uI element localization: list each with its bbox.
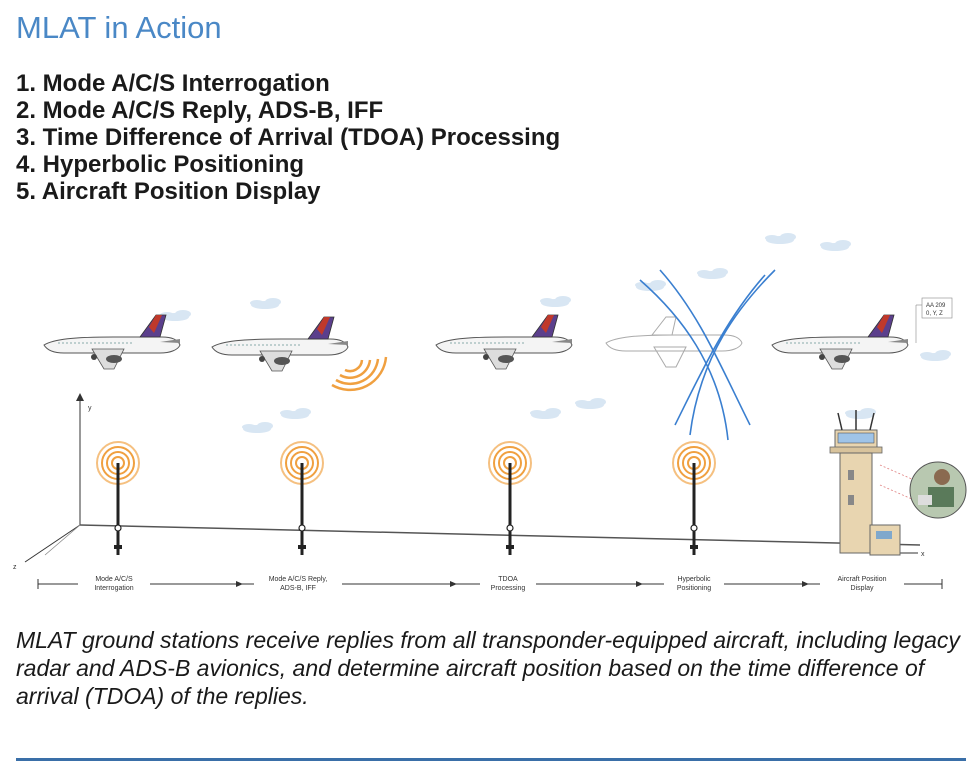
stage-label-line1: Hyperbolic [677, 576, 711, 583]
cloud [280, 408, 311, 419]
ground-line [79, 524, 921, 546]
stage-label-line2: Processing [491, 585, 526, 592]
x-axis-label: x [921, 551, 925, 558]
y-axis-arrow [76, 393, 84, 401]
timeline-arrow [450, 581, 457, 587]
stage-label: Mode A/C/S Reply, ADS-B, IFF [254, 573, 342, 595]
ground-station-3 [488, 441, 532, 557]
step-item: 3. Time Difference of Arrival (TDOA) Pro… [16, 124, 561, 151]
stage-label: Aircraft Position Display [820, 573, 904, 595]
step-item: 4. Hyperbolic Positioning [16, 151, 305, 178]
cloud [250, 298, 281, 309]
z-axis-line [24, 524, 81, 563]
stage-label-line2: Interrogation [94, 585, 133, 592]
aircraft-3 [435, 314, 573, 370]
tag-coords: 0, Y, Z [926, 311, 943, 317]
aircraft-5 [771, 314, 909, 370]
y-axis-label: y [88, 405, 92, 412]
ground-station-1 [96, 441, 140, 557]
aircraft-4-outline [605, 316, 743, 368]
bottom-rule [16, 758, 966, 761]
stage-label-line1: Mode A/C/S Reply, [269, 576, 328, 583]
tower-link [879, 484, 915, 501]
aircraft-2 [211, 316, 349, 372]
cloud [920, 350, 951, 361]
stage-label-line2: Positioning [677, 585, 711, 592]
steps-list: 1. Mode A/C/S Interrogation 2. Mode A/C/… [16, 70, 560, 205]
z-axis-label: z [13, 564, 17, 571]
cloud [540, 296, 571, 307]
stage-label-line2: Display [851, 585, 874, 592]
control-tower [829, 410, 901, 556]
cloud [575, 398, 606, 409]
stage-label-line2: ADS-B, IFF [280, 585, 316, 592]
aircraft-1 [43, 314, 181, 370]
stage-label: Hyperbolic Positioning [664, 573, 724, 595]
stage-label-line1: Aircraft Position [837, 576, 886, 583]
hyperbolic-curves [639, 269, 776, 441]
ground-edge [44, 524, 81, 556]
timeline-arrow [802, 581, 809, 587]
stage-label-line1: Mode A/C/S [95, 576, 133, 583]
timeline-arrow [236, 581, 243, 587]
cloud [697, 268, 728, 279]
tag-callsign: AA 209 [926, 303, 946, 309]
operator-inset [909, 461, 967, 519]
ground-station-2 [280, 441, 324, 557]
aircraft-position-tag: AA 209 0, Y, Z [915, 297, 953, 343]
step-item: 5. Aircraft Position Display [16, 178, 321, 205]
stage-label: TDOA Processing [480, 573, 536, 595]
step-item: 1. Mode A/C/S Interrogation [16, 70, 330, 97]
timeline-arrow [636, 581, 643, 587]
cloud [242, 422, 273, 433]
cloud [765, 233, 796, 244]
stage-label-line1: TDOA [498, 576, 518, 583]
cloud [845, 408, 876, 419]
reply-signal [331, 356, 388, 392]
cloud [530, 408, 561, 419]
tower-link [879, 464, 915, 481]
diagram-caption: MLAT ground stations receive replies fro… [16, 627, 960, 709]
cloud [820, 240, 851, 251]
step-item: 2. Mode A/C/S Reply, ADS-B, IFF [16, 97, 384, 124]
ground-station-4 [672, 441, 716, 557]
page-title: MLAT in Action [16, 10, 222, 45]
stage-label: Mode A/C/S Interrogation [78, 573, 150, 595]
mlat-diagram: y z x [13, 233, 967, 595]
